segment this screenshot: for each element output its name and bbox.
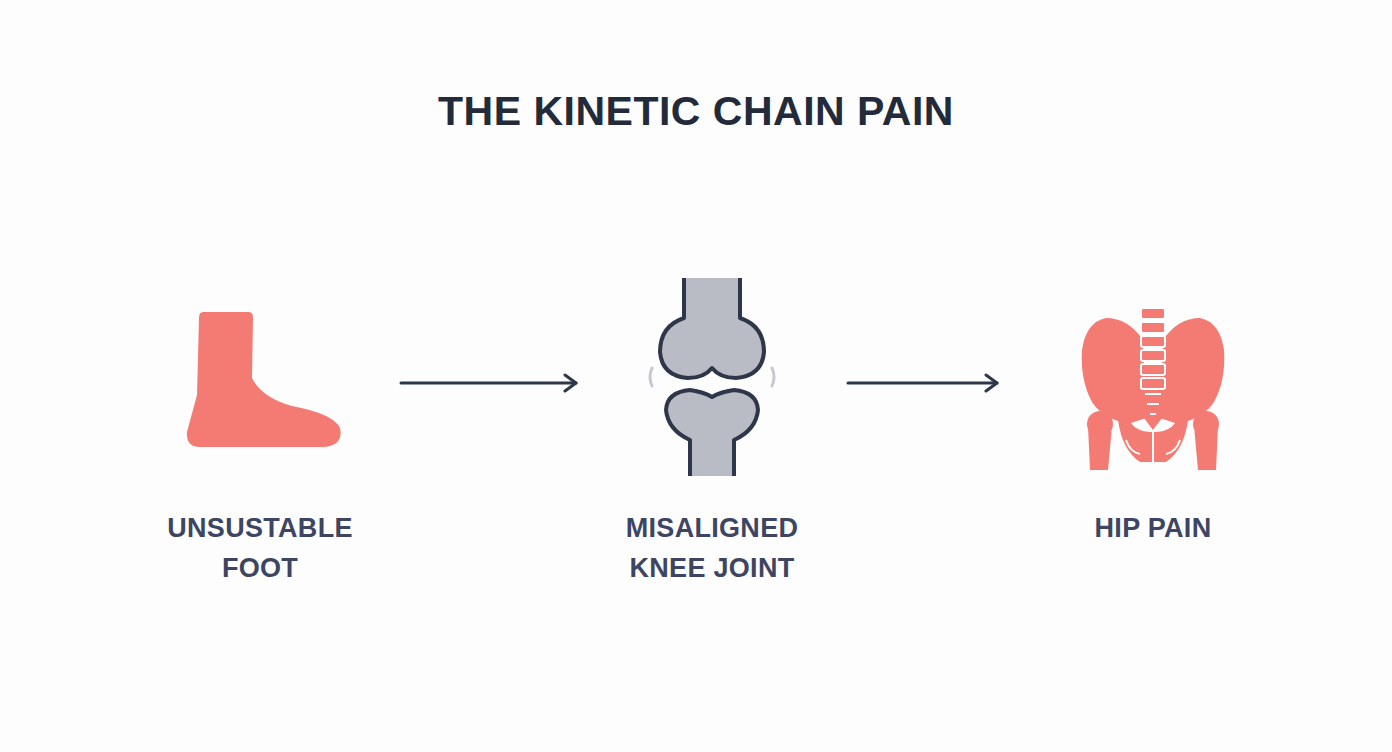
flow-arrow bbox=[401, 382, 576, 385]
foot-icon bbox=[187, 312, 341, 447]
flow-arrow bbox=[848, 382, 997, 385]
node-icon bbox=[582, 270, 842, 508]
icon-node: HIP PAIN bbox=[1003, 270, 1303, 548]
node-label: UNSUSTABLE FOOT bbox=[153, 508, 368, 588]
icon-node: UNSUSTABLE FOOT bbox=[125, 270, 395, 588]
node-label: HIP PAIN bbox=[1095, 508, 1212, 548]
node-icon bbox=[125, 270, 395, 508]
icon-node: MISALIGNED KNEE JOINT bbox=[582, 270, 842, 588]
knee-icon bbox=[650, 278, 774, 476]
node-icon bbox=[1003, 270, 1303, 508]
pelvis-icon bbox=[1082, 308, 1225, 470]
node-label: MISALIGNED KNEE JOINT bbox=[605, 508, 820, 588]
diagram-title: THE KINETIC CHAIN PAIN bbox=[0, 88, 1392, 135]
